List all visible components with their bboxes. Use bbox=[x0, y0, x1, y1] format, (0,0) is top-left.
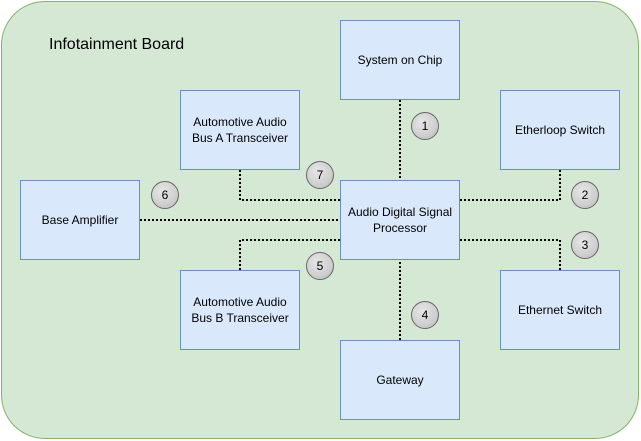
ethernet-switch-node: Ethernet Switch bbox=[500, 270, 620, 350]
badge-4: 4 bbox=[411, 301, 439, 329]
bus-a-transceiver-node: Automotive Audio Bus A Transceiver bbox=[180, 90, 300, 170]
gateway-node: Gateway bbox=[340, 340, 460, 420]
audio-dsp-label: Audio Digital Signal Processor bbox=[347, 205, 453, 235]
board-title: Infotainment Board bbox=[49, 36, 185, 53]
bus-a-transceiver-label: Automotive Audio Bus A Transceiver bbox=[191, 115, 289, 145]
link-bus-b-dsp bbox=[239, 239, 340, 270]
system-on-chip-label: System on Chip bbox=[357, 53, 443, 67]
badge-1: 1 bbox=[411, 112, 439, 140]
ethernet-switch-label: Ethernet Switch bbox=[517, 303, 603, 317]
link-bus-a-dsp bbox=[239, 170, 340, 201]
bus-b-transceiver-node: Automotive Audio Bus B Transceiver bbox=[180, 270, 300, 350]
badge-2: 2 bbox=[571, 181, 599, 209]
link-etherloop-dsp bbox=[460, 170, 561, 201]
etherloop-switch-label: Etherloop Switch bbox=[514, 123, 606, 137]
gateway-label: Gateway bbox=[376, 373, 424, 387]
base-amplifier-label: Base Amplifier bbox=[41, 213, 119, 227]
bus-b-transceiver-label: Automotive Audio Bus B Transceiver bbox=[191, 295, 289, 325]
badge-3: 3 bbox=[571, 231, 599, 259]
badge-6: 6 bbox=[151, 181, 179, 209]
system-on-chip-node: System on Chip bbox=[340, 20, 460, 100]
badge-7: 7 bbox=[306, 161, 334, 189]
link-ethernet-dsp bbox=[460, 239, 561, 270]
badge-5: 5 bbox=[306, 252, 334, 280]
base-amplifier-node: Base Amplifier bbox=[20, 180, 140, 260]
audio-dsp-node: Audio Digital Signal Processor bbox=[340, 180, 460, 260]
etherloop-switch-node: Etherloop Switch bbox=[500, 90, 620, 170]
